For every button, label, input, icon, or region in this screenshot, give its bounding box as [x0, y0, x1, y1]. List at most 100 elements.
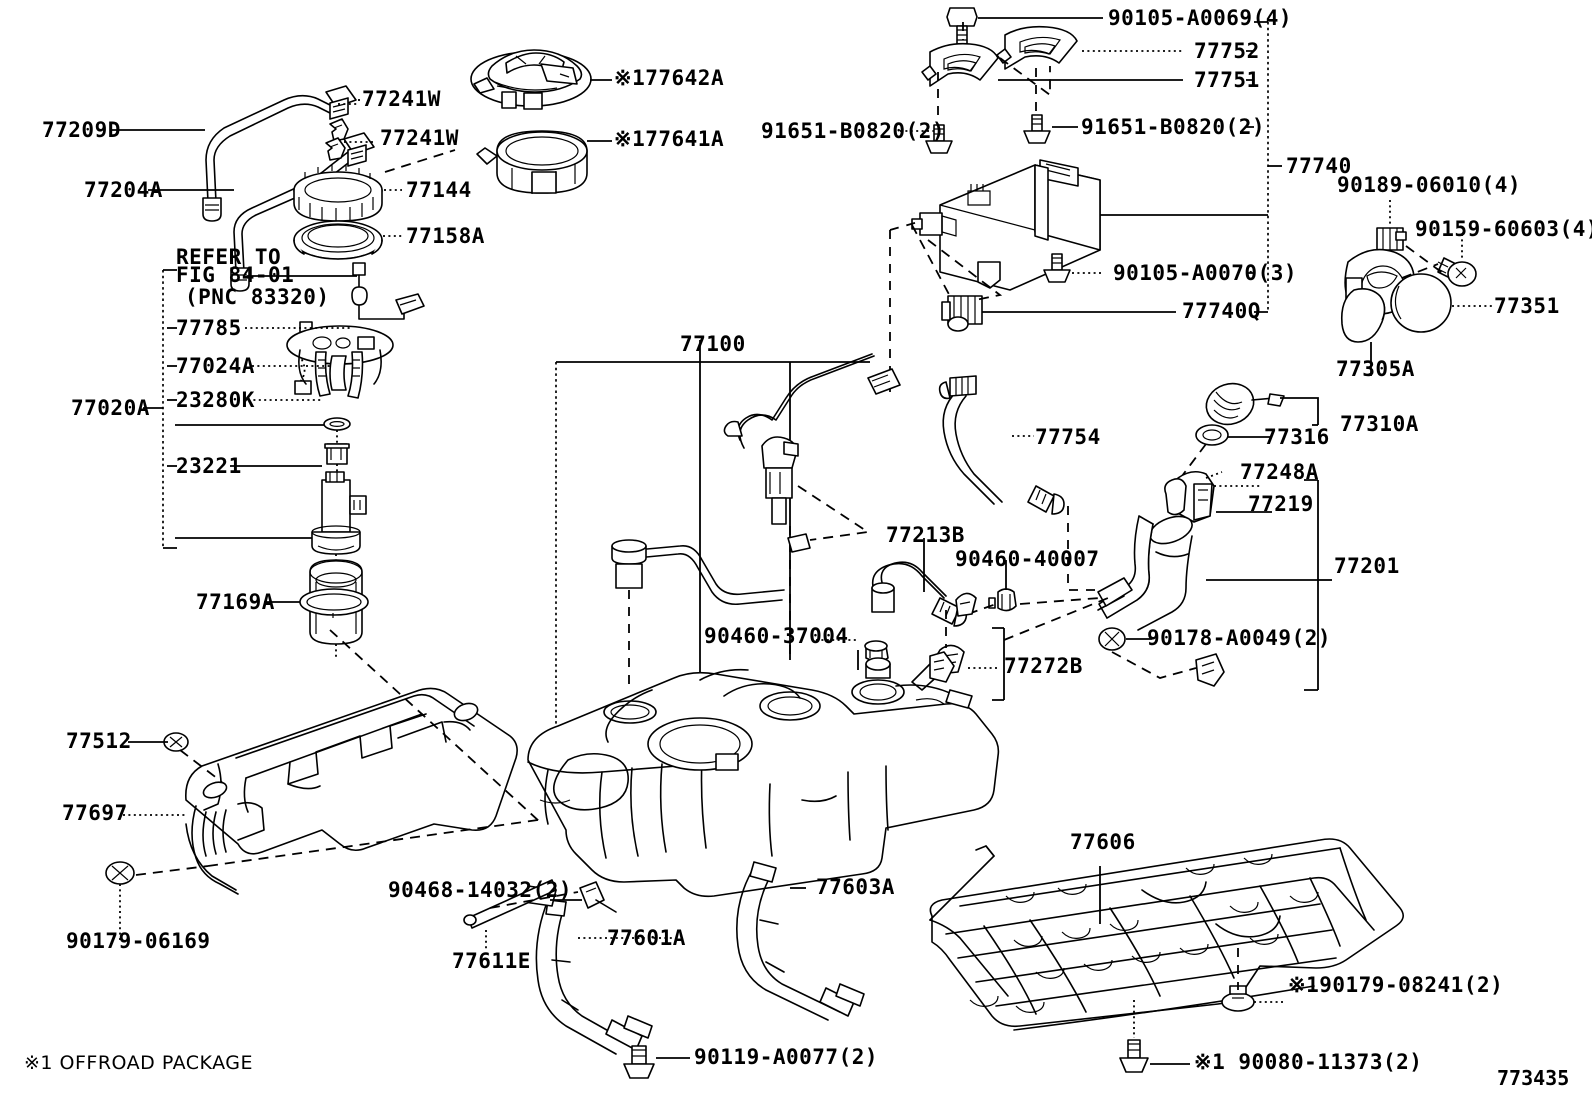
label-77606: 77606: [1070, 830, 1136, 854]
label-90179-08241: ※190179-08241(2): [1288, 973, 1504, 997]
label-77310a: 77310A: [1340, 412, 1419, 436]
bolt-91651-left: [926, 125, 952, 153]
bracket-77100: [556, 340, 870, 812]
bracket-77740-group: [1246, 22, 1282, 312]
label-77213b: 77213B: [886, 523, 965, 547]
dash-canister-long-end: [890, 222, 918, 230]
part-77310a-cap: [1201, 378, 1284, 431]
bracket-filler-lower: [1196, 654, 1224, 686]
label-77100: 77100: [680, 332, 746, 356]
dash-77512-shield: [180, 750, 222, 782]
refer-to-line2: FIG 84-01: [176, 263, 295, 287]
label-77316: 77316: [1264, 425, 1330, 449]
label-90159-60603: 90159-60603(4): [1415, 217, 1592, 241]
tube-vent-lower: [612, 534, 810, 604]
label-77144: 77144: [406, 178, 472, 202]
clip-90460-37004: [865, 641, 888, 661]
clip-90189-06010: [1377, 228, 1406, 250]
dash-77754-to-filler: [1068, 506, 1106, 590]
label-77611e: 77611E: [452, 949, 531, 973]
label-91651-left: 91651-B0820(2): [761, 119, 946, 143]
bolt-90105-a0070: [1044, 254, 1070, 282]
label-77209d: 77209D: [42, 118, 121, 142]
label-90468-14032: 90468-14032(2): [388, 878, 573, 902]
part-77024a-flange: [287, 326, 393, 398]
tube-connector-upper: [326, 86, 356, 119]
bracket-77752: [997, 27, 1077, 69]
part-77100-fuel-tank: [528, 670, 998, 897]
label-77512: 77512: [66, 729, 132, 753]
dash-clip-screw: [1406, 246, 1444, 274]
part-77740-canister: [912, 160, 1100, 290]
part-177642a: [471, 50, 591, 109]
clip-90460-40007: [989, 589, 1016, 611]
dash-canister-valve2: [928, 240, 1000, 300]
part-177641a: [477, 131, 587, 194]
fuel-tube-77209d: [203, 96, 330, 221]
part-77351-cap: [1391, 274, 1451, 332]
dash-gasket-filler: [1182, 444, 1206, 476]
label-90460-37004: 90460-37004: [704, 624, 849, 648]
dash-valve-clip: [798, 486, 868, 540]
tube-vent-upper: [724, 354, 900, 448]
refer-to-line1: REFER TO: [176, 245, 282, 269]
label-77351: 77351: [1494, 294, 1560, 318]
bracket-77751: [922, 44, 998, 86]
label-90179-06169: 90179-06169: [66, 929, 211, 953]
part-77316-gasket: [1196, 425, 1228, 445]
tank-line: [896, 685, 972, 708]
label-77020a: 77020A: [71, 396, 150, 420]
nut-90179-06169: [106, 862, 134, 884]
label-77272b: 77272B: [1004, 654, 1083, 678]
label-77241w-bottom: 77241W: [380, 126, 459, 150]
label-77601a: 77601A: [607, 926, 686, 950]
label-90105-a0070: 90105-A0070(3): [1113, 261, 1298, 285]
label-77219: 77219: [1248, 492, 1314, 516]
label-77751: 77751: [1194, 68, 1260, 92]
label-77201: 77201: [1334, 554, 1400, 578]
part-77606-protector: [930, 839, 1403, 1030]
refer-to-line3: (PNC 83320): [185, 285, 330, 309]
dash-filter-tank: [330, 630, 540, 822]
bracket-77020a: [143, 270, 177, 548]
label-90189-06010: 90189-06010(4): [1337, 173, 1522, 197]
label-77024a: 77024A: [176, 354, 255, 378]
dash-housing-clip: [1402, 264, 1438, 278]
label-90119-a0077: 90119-A0077(2): [694, 1045, 879, 1069]
label-77204a: 77204A: [84, 178, 163, 202]
label-77740: 77740: [1286, 154, 1352, 178]
bolt-90105-a0069: [947, 8, 977, 46]
bolt-91651-right: [1024, 115, 1050, 143]
strap-77603a: [737, 862, 864, 1020]
dash-77144-to-ring: [385, 150, 455, 172]
label-77785: 77785: [176, 316, 242, 340]
tank-fitting-left: [866, 658, 890, 678]
part-77697-shield: [186, 688, 517, 894]
dash-clip-filler: [1020, 598, 1100, 604]
valve-center-top: [762, 437, 798, 524]
label-77754: 77754: [1035, 425, 1101, 449]
dash-nut-bracket: [1112, 652, 1196, 678]
label-77752: 77752: [1194, 39, 1260, 63]
dash-canister-valve: [912, 225, 952, 300]
part-23221-fuel-pump: [312, 472, 366, 554]
strap-77601a: [524, 886, 652, 1054]
label-23280k: 23280K: [176, 388, 255, 412]
label-77241w-top: 77241W: [362, 87, 441, 111]
label-23221: 23221: [176, 454, 242, 478]
hose-77213b: [872, 562, 966, 626]
figure-number: 773435: [1497, 1066, 1570, 1090]
part-23280k-oring: [324, 418, 350, 430]
label-77158a: 77158A: [406, 224, 485, 248]
hose-77754: [940, 376, 1064, 514]
footnote-offroad-package: ※1 OFFROAD PACKAGE: [24, 1052, 254, 1074]
tank-sender-bracket: [930, 652, 954, 682]
nut-90178-a0049: [1099, 628, 1125, 650]
part-77169a-oring: [300, 589, 368, 618]
dash-shield-tank: [208, 820, 538, 866]
bolt-90119-a0077: [624, 1046, 654, 1078]
label-77603a: 77603A: [816, 875, 895, 899]
dash-77272b-filler: [1004, 598, 1108, 640]
label-77248a: 77248A: [1240, 460, 1319, 484]
